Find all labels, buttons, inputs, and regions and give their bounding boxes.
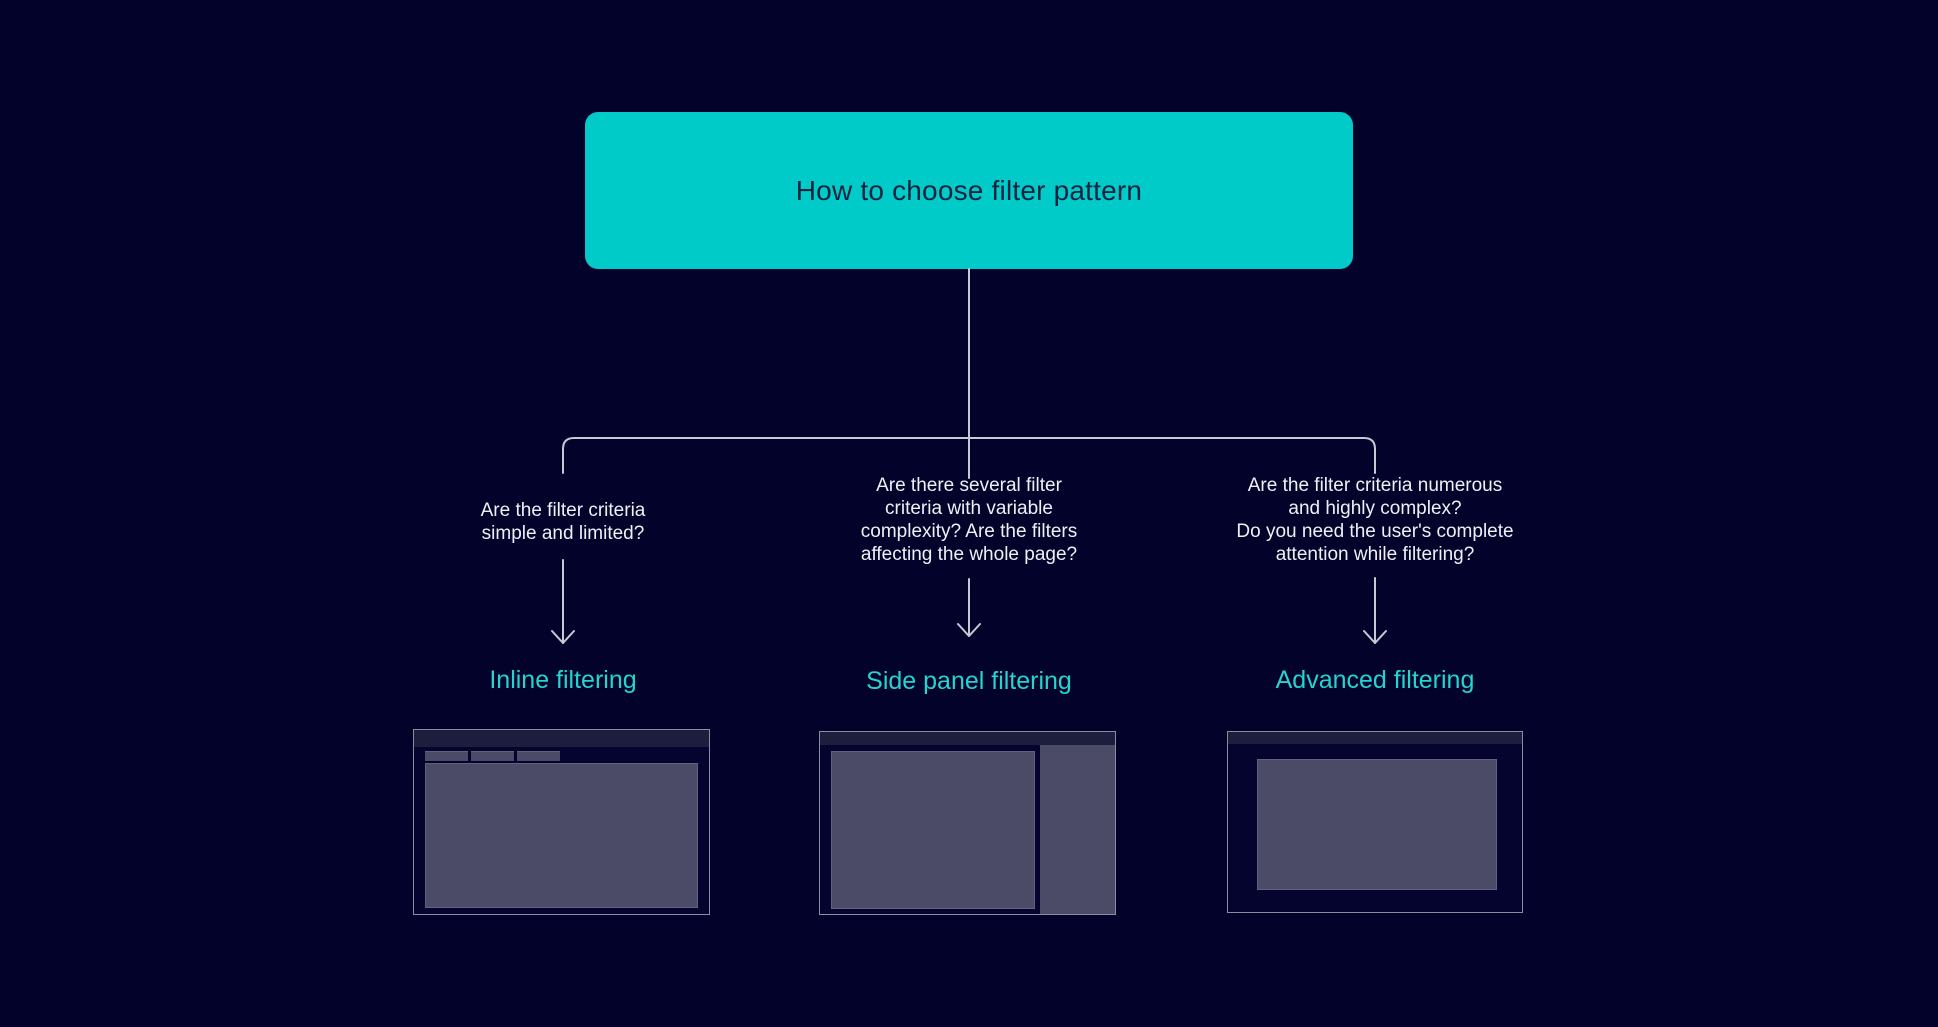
header-bar [820,732,1115,745]
filter-chip [425,751,468,761]
arrow-down-icon [1363,577,1387,644]
question-side-panel-filtering: Are there several filter criteria with v… [860,475,1078,565]
filter-chip [471,751,514,761]
label-side-panel-filtering: Side panel filtering [866,667,1072,695]
question-inline-filtering: Are the filter criteria simple and limit… [480,500,646,544]
header-bar [1228,732,1522,744]
advanced-filtering-wireframe [1227,731,1523,913]
question-advanced-filtering: Are the filter criteria numerous and hig… [1236,475,1514,565]
label-inline-filtering: Inline filtering [489,666,637,694]
content-area [831,751,1035,909]
inline-filtering-wireframe [413,729,710,915]
filter-chip-row [425,751,560,761]
content-area [425,763,698,908]
title-box: How to choose filter pattern [585,112,1353,269]
modal-dialog [1257,759,1497,890]
filter-chip [517,751,560,761]
side-panel [1040,745,1115,914]
arrow-down-icon [957,578,981,637]
page-title: How to choose filter pattern [795,174,1143,206]
label-advanced-filtering: Advanced filtering [1275,666,1475,694]
side-panel-filtering-wireframe [819,731,1116,915]
arrow-down-icon [551,559,575,644]
connector-bracket [562,437,1376,474]
header-bar [414,730,709,747]
